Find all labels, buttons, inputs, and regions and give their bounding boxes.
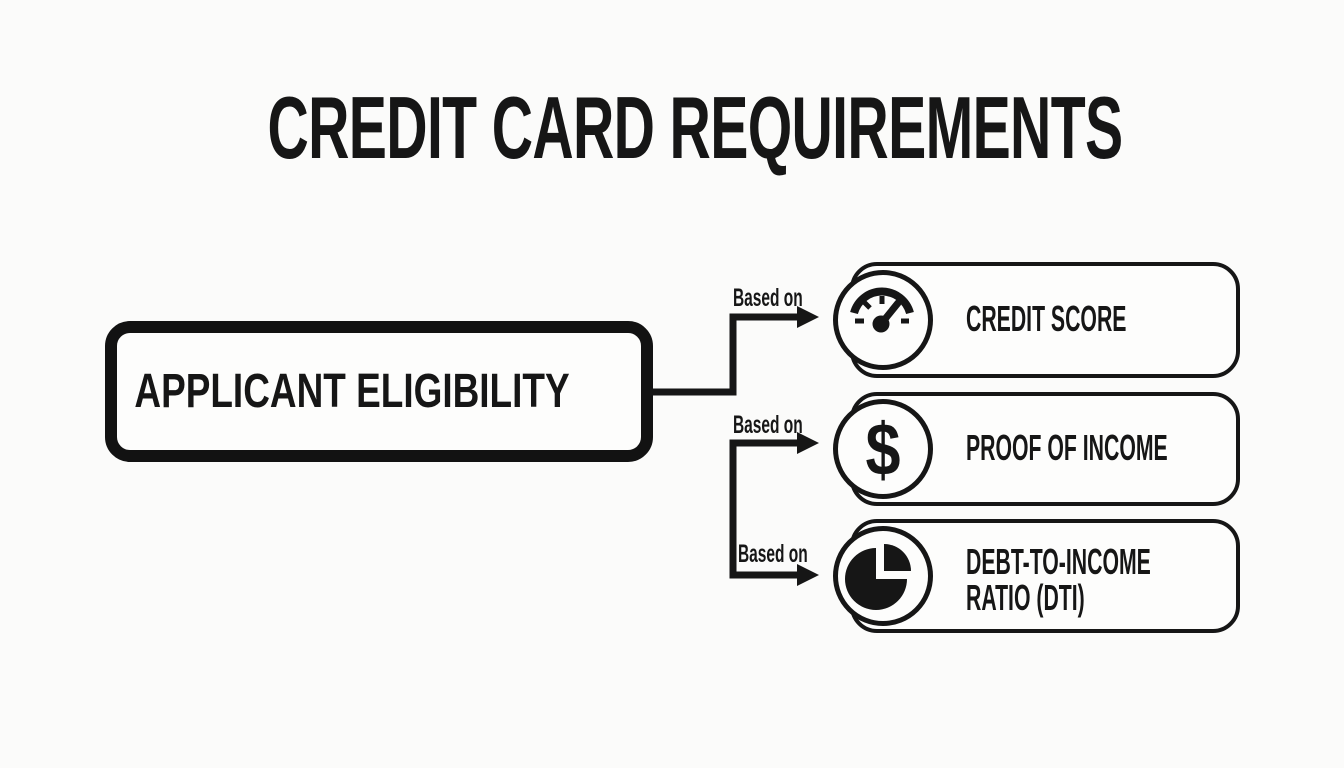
dti-label-line-1: DEBT-TO-INCOME — [966, 542, 1151, 582]
proof-of-income-icon-badge — [833, 399, 933, 499]
based-on-label-3: Based on — [738, 540, 808, 568]
applicant-eligibility-label: APPLICANT ELIGIBILITY — [134, 364, 569, 418]
arrowhead-dti — [797, 564, 819, 586]
based-on-label-2: Based on — [733, 411, 803, 439]
connector-line-credit-score — [650, 313, 799, 396]
based-on-label-1: Based on — [733, 284, 803, 312]
page-title: CREDIT CARD REQUIREMENTS — [267, 79, 1122, 177]
svg-text:$: $ — [866, 408, 901, 491]
connector-line-income-dti — [729, 439, 799, 579]
requirement-card-dti: DEBT-TO-INCOME RATIO (DTI) — [833, 519, 1240, 633]
speedometer-gauge-icon — [850, 287, 914, 333]
arrowhead-credit-score — [797, 306, 819, 328]
dti-label-line-2: RATIO (DTI) — [966, 578, 1085, 618]
arrowhead-proof-of-income — [797, 432, 819, 454]
applicant-eligibility-box — [105, 321, 653, 462]
dollar-sign-icon: $ — [866, 408, 901, 491]
credit-score-label: CREDIT SCORE — [966, 299, 1126, 339]
requirement-card-proof-of-income: $ PROOF OF INCOME — [833, 392, 1240, 506]
pie-chart-icon — [845, 544, 911, 610]
requirement-card-credit-score: CREDIT SCORE — [833, 262, 1240, 378]
proof-of-income-label: PROOF OF INCOME — [966, 428, 1168, 468]
